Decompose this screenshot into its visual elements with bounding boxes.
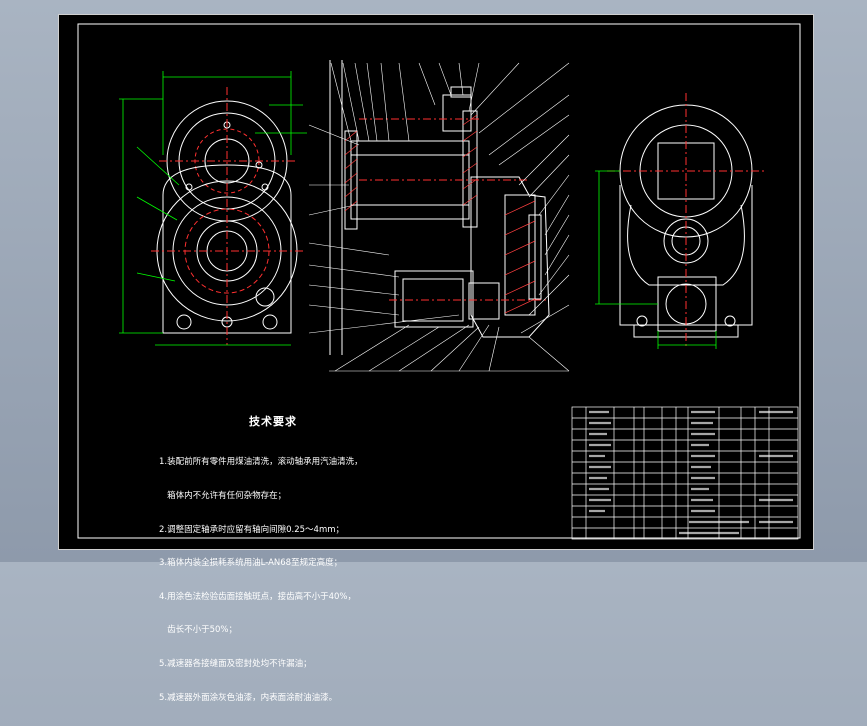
parts-list-table <box>571 406 799 540</box>
tech-requirement-item: 2.调整固定轴承时应留有轴向间隙0.25～4mm； <box>159 524 345 535</box>
tech-requirement-item: 1.装配前所有零件用煤油清洗，滚动轴承用汽油清洗， <box>159 457 363 468</box>
tech-requirements-title: 技术要求 <box>249 415 297 428</box>
drawing-frame <box>77 23 801 539</box>
cad-drawing-viewport[interactable]: 技术要求 1.装配前所有零件用煤油清洗，滚动轴承用汽油清洗， 箱体内不允许有任何… <box>58 14 814 703</box>
side-view <box>607 93 765 347</box>
parts-list-fill <box>589 410 793 535</box>
section-view <box>329 60 550 355</box>
part-leader-lines <box>308 62 570 372</box>
tech-requirement-item: 齿长不小于50%； <box>159 625 237 636</box>
drawing-canvas <box>77 23 801 540</box>
tech-requirement-item: 5.减速器外面涂灰色油漆，内表面涂耐油油漆。 <box>159 692 338 703</box>
front-view-dimensions <box>119 71 307 346</box>
tech-requirement-item: 4.用涂色法检验齿面接触斑点，接齿高不小于40%， <box>159 591 357 602</box>
section-hatching <box>344 114 536 314</box>
tech-requirement-item: 箱体内不允许有任何杂物存在； <box>159 491 287 502</box>
front-view <box>151 87 303 345</box>
side-view-dimensions <box>595 170 717 349</box>
tech-requirement-item: 3.箱体内装全损耗系统用油L-AN68至规定高度； <box>159 558 343 569</box>
tech-requirement-item: 5.减速器各接缝面及密封处均不许漏油； <box>159 659 312 670</box>
tech-requirements-list: 1.装配前所有零件用煤油清洗，滚动轴承用汽油清洗， 箱体内不允许有任何杂物存在；… <box>159 435 363 726</box>
